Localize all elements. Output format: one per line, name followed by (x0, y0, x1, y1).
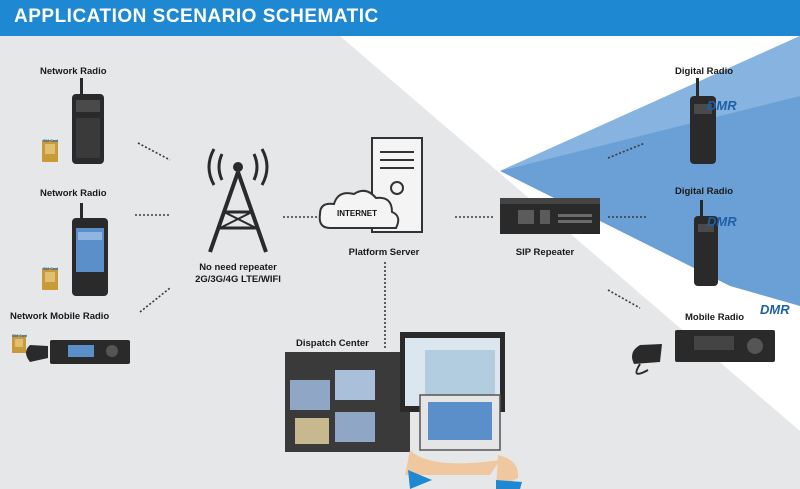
dmr-badge-3: DMR (760, 302, 790, 317)
dmr-badge-2: DMR (707, 214, 737, 229)
network-radio-1-icon (42, 78, 104, 164)
sim-card-label-3: SIM Card (12, 334, 27, 338)
digital-radio-1-label: Digital Radio (675, 66, 733, 77)
link-radio1-tower (138, 143, 170, 160)
link-mobile-tower (140, 288, 170, 312)
digital-radio-1-icon (690, 78, 716, 164)
network-radio-1-label: Network Radio (40, 66, 107, 77)
digital-radio-2-icon (694, 200, 718, 286)
link-repeater-digital1 (608, 143, 645, 158)
link-repeater-mobile (608, 290, 640, 308)
sip-repeater-icon (500, 198, 600, 234)
internet-label: INTERNET (337, 209, 377, 218)
tower-label-1: No need repeater (199, 262, 277, 273)
network-mobile-radio-icon (12, 335, 130, 364)
dispatch-center-label: Dispatch Center (296, 338, 369, 349)
network-radio-2-icon (42, 203, 108, 296)
digital-radio-2-label: Digital Radio (675, 186, 733, 197)
mobile-radio-label: Mobile Radio (685, 312, 744, 323)
network-radio-2-label: Network Radio (40, 188, 107, 199)
sip-repeater-label: SIP Repeater (516, 247, 574, 258)
sim-card-label-2: SIM Card (43, 267, 58, 271)
network-mobile-radio-label: Network Mobile Radio (10, 311, 109, 322)
sim-card-label-1: SIM Card (43, 139, 58, 143)
mobile-radio-right-icon (632, 330, 775, 374)
dispatch-center-icon (285, 332, 522, 489)
platform-server-label: Platform Server (349, 247, 420, 258)
cell-tower-icon (209, 149, 267, 252)
tower-label-2: 2G/3G/4G LTE/WIFI (195, 274, 281, 285)
dmr-badge-1: DMR (707, 98, 737, 113)
